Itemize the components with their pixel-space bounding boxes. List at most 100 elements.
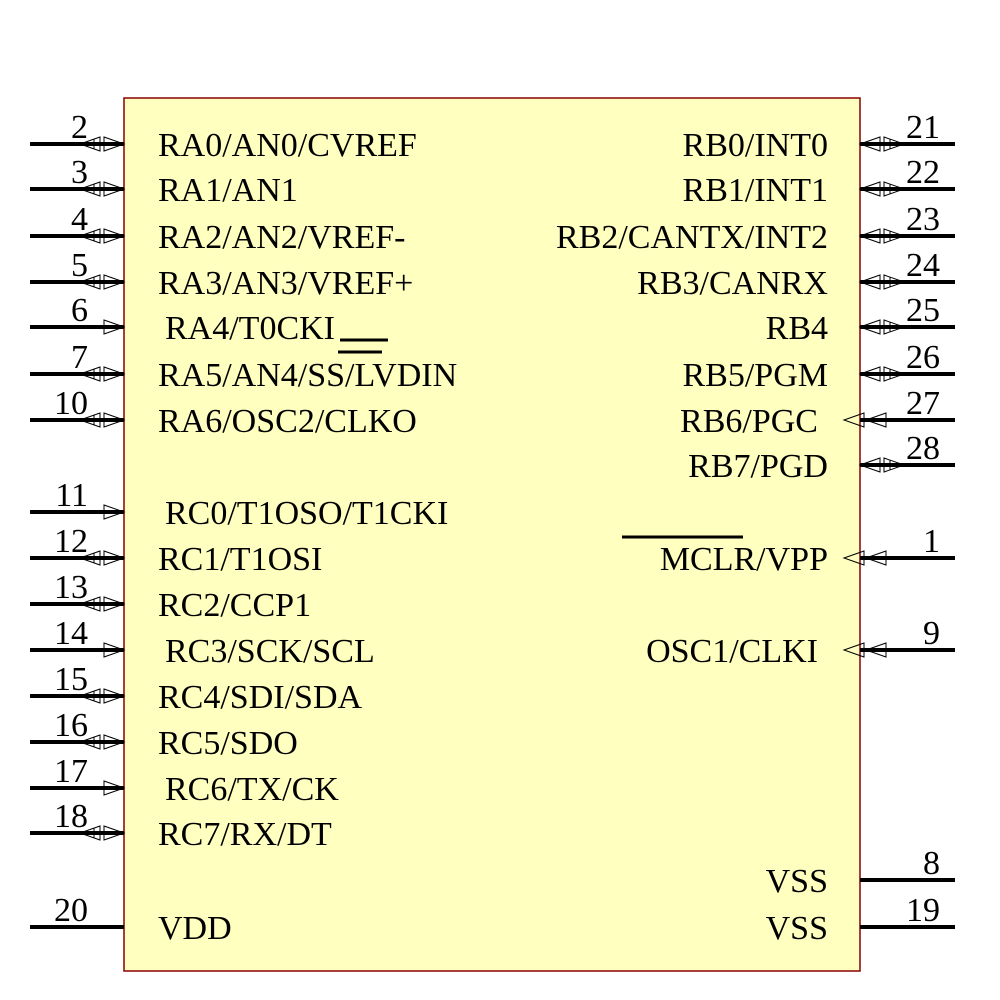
- pin-11: 11 RC0/T1OSO/T1CKI: [30, 477, 448, 532]
- pin-name: RB3/CANRX: [637, 265, 828, 302]
- pin-name: RA1/AN1: [158, 172, 298, 209]
- input-arrow-icon: [103, 734, 126, 750]
- pin-name: RA3/AN3/VREF+: [158, 265, 413, 302]
- pin-number: 8: [923, 845, 940, 882]
- output-arrow-icon: [78, 825, 101, 841]
- pin-number: 4: [71, 201, 88, 238]
- pin-number: 15: [54, 661, 88, 698]
- input-arrow-icon: [103, 504, 126, 520]
- pin-name: RB5/PGM: [683, 357, 829, 394]
- output-arrow-icon: [883, 366, 906, 382]
- output-arrow-icon: [78, 228, 101, 244]
- pin-number: 19: [906, 892, 940, 929]
- pin-25: 25 RB4: [766, 292, 955, 347]
- input-arrow-icon: [103, 642, 126, 658]
- input-arrow-icon: [103, 825, 126, 841]
- pin-number: 6: [71, 292, 88, 329]
- input-arrow-icon: [103, 228, 126, 244]
- pin-6: 6 RA4/T0CKI: [30, 292, 388, 347]
- input-arrow-icon: [103, 596, 126, 612]
- pin-10: 10 RA6/OSC2/CLKO: [30, 385, 417, 440]
- output-arrow-icon: [78, 596, 101, 612]
- pin-name: RC5/SDO: [158, 725, 298, 762]
- pin-name: RB7/PGD: [688, 448, 828, 485]
- input-arrow-icon: [858, 136, 881, 152]
- output-arrow-icon: [883, 319, 906, 335]
- input-arrow-icon: [858, 366, 881, 382]
- output-arrow-icon: [78, 550, 101, 566]
- pin-1: 1 MCLR/VPP: [622, 523, 955, 578]
- input-arrow-icon: [103, 181, 126, 197]
- pin-16: 16 RC5/SDO: [30, 707, 298, 762]
- pin-number: 13: [54, 569, 88, 606]
- pin-number: 5: [71, 247, 88, 284]
- input-arrow-icon: [842, 550, 865, 566]
- output-arrow-icon: [78, 274, 101, 290]
- input-arrow-icon: [103, 319, 126, 335]
- pin-8: 8 VSS: [766, 845, 955, 900]
- pin-name: RC1/T1OSI: [158, 541, 322, 578]
- input-arrow-icon: [864, 550, 887, 566]
- pin-name: RA6/OSC2/CLKO: [158, 403, 417, 440]
- pin-name: RC6/TX/CK: [165, 771, 339, 808]
- input-arrow-icon: [103, 366, 126, 382]
- pin-21: 21 RB0/INT0: [683, 109, 955, 164]
- pin-number: 22: [906, 154, 940, 191]
- pin-name: MCLR/VPP: [660, 541, 828, 578]
- pin-name: VDD: [158, 910, 232, 947]
- pin-number: 2: [71, 109, 88, 146]
- pin-name: VSS: [766, 863, 828, 900]
- pin-name: RB4: [766, 310, 828, 347]
- pin-number: 21: [906, 109, 940, 146]
- pin-number: 14: [54, 615, 88, 652]
- input-arrow-icon: [103, 780, 126, 796]
- pin-number: 16: [54, 707, 88, 744]
- pin-9: 9 OSC1/CLKI: [646, 615, 955, 670]
- pin-number: 9: [923, 615, 940, 652]
- pin-20: 20 VDD: [30, 892, 232, 947]
- output-arrow-icon: [78, 181, 101, 197]
- pin-name: OSC1/CLKI: [646, 633, 818, 670]
- input-arrow-icon: [842, 642, 865, 658]
- pin-number: 3: [71, 154, 88, 191]
- pin-number: 1: [923, 523, 940, 560]
- pin-number: 24: [906, 247, 940, 284]
- input-arrow-icon: [858, 181, 881, 197]
- pin-number: 11: [55, 477, 88, 514]
- input-arrow-icon: [858, 274, 881, 290]
- pin-28: 28 RB7/PGD: [688, 430, 955, 485]
- pin-23: 23 RB2/CANTX/INT2: [556, 201, 955, 256]
- output-arrow-icon: [883, 136, 906, 152]
- pin-name: RB0/INT0: [683, 127, 828, 164]
- pin-number: 12: [54, 523, 88, 560]
- output-arrow-icon: [78, 136, 101, 152]
- input-arrow-icon: [842, 412, 865, 428]
- pin-name: RC0/T1OSO/T1CKI: [165, 495, 448, 532]
- input-arrow-icon: [864, 412, 887, 428]
- output-arrow-icon: [883, 181, 906, 197]
- input-arrow-icon: [103, 136, 126, 152]
- input-arrow-icon: [103, 274, 126, 290]
- pin-3: 3 RA1/AN1: [30, 154, 298, 209]
- pin-number: 23: [906, 201, 940, 238]
- input-arrow-icon: [103, 550, 126, 566]
- pin-name: RB2/CANTX/INT2: [556, 219, 828, 256]
- pin-name: RA4/T0CKI: [165, 310, 335, 347]
- pin-number: 27: [906, 385, 940, 422]
- pin-number: 20: [54, 892, 88, 929]
- pin-number: 10: [54, 385, 88, 422]
- pin-number: 28: [906, 430, 940, 467]
- output-arrow-icon: [883, 457, 906, 473]
- pin-24: 24 RB3/CANRX: [637, 247, 955, 302]
- pin-number: 25: [906, 292, 940, 329]
- right-pins: 21RB0/INT022RB1/INT123RB2/CANTX/INT224RB…: [556, 109, 955, 947]
- input-arrow-icon: [858, 228, 881, 244]
